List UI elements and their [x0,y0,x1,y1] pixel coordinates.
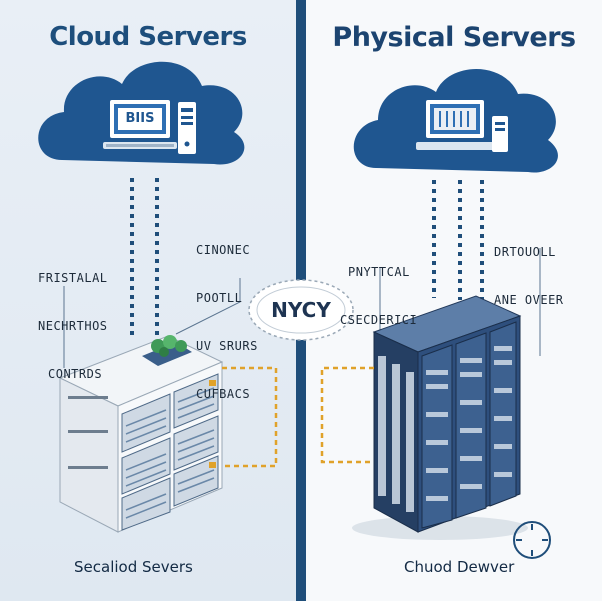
left-label-b-line: CUFBACS [196,387,251,401]
computer-icon [103,100,196,154]
left-connector-lines [130,178,159,338]
right-orange-connector [320,366,374,464]
right-label-b: DRTOUOLL ANE OVEER [494,212,564,340]
left-label-b-line: CINONEC [196,243,251,257]
computer-icon-right [416,100,508,152]
right-label-b-line: DRTOUOLL [494,245,556,259]
cloud-servers-title: Cloud Servers [49,22,247,52]
right-label-b-line: ANE OVEER [494,293,564,307]
left-label-a-line: NECHRTHOS [38,319,108,333]
right-connector-lines [432,180,484,300]
right-label-a: PNYTTCAL CSECDERICI [340,232,417,360]
center-badge-label: NYCY [271,298,331,322]
server-rack-icon [372,295,522,533]
right-thin-lines [379,248,541,356]
left-orange-connector [222,366,278,468]
left-label-a-line: CONTRDS [48,367,103,381]
left-label-a: FRISTALAL NECHRTHOS CONTRDS [38,238,108,414]
left-thin-lines [63,278,241,368]
right-label-a-line: PNYTTCAL [348,265,410,279]
center-badge [248,279,354,341]
physical-servers-title: Physical Servers [332,22,576,53]
right-caption: Chuod Dewver [404,558,515,576]
left-label-b: CINONEC POOTLL UV SRURS CUFBACS [196,210,258,434]
left-label-b-line: UV SRURS [196,339,258,353]
plant-icon [142,335,192,366]
rack-shadow [352,516,528,540]
clock-icon [513,521,551,559]
cloud-screen-label: BIIS [125,111,155,126]
left-caption: Secaliod Severs [74,558,193,576]
left-label-a-line: FRISTALAL [38,271,108,285]
right-label-a-line: CSECDERICI [340,313,418,327]
left-label-b-line: POOTLL [196,291,243,305]
